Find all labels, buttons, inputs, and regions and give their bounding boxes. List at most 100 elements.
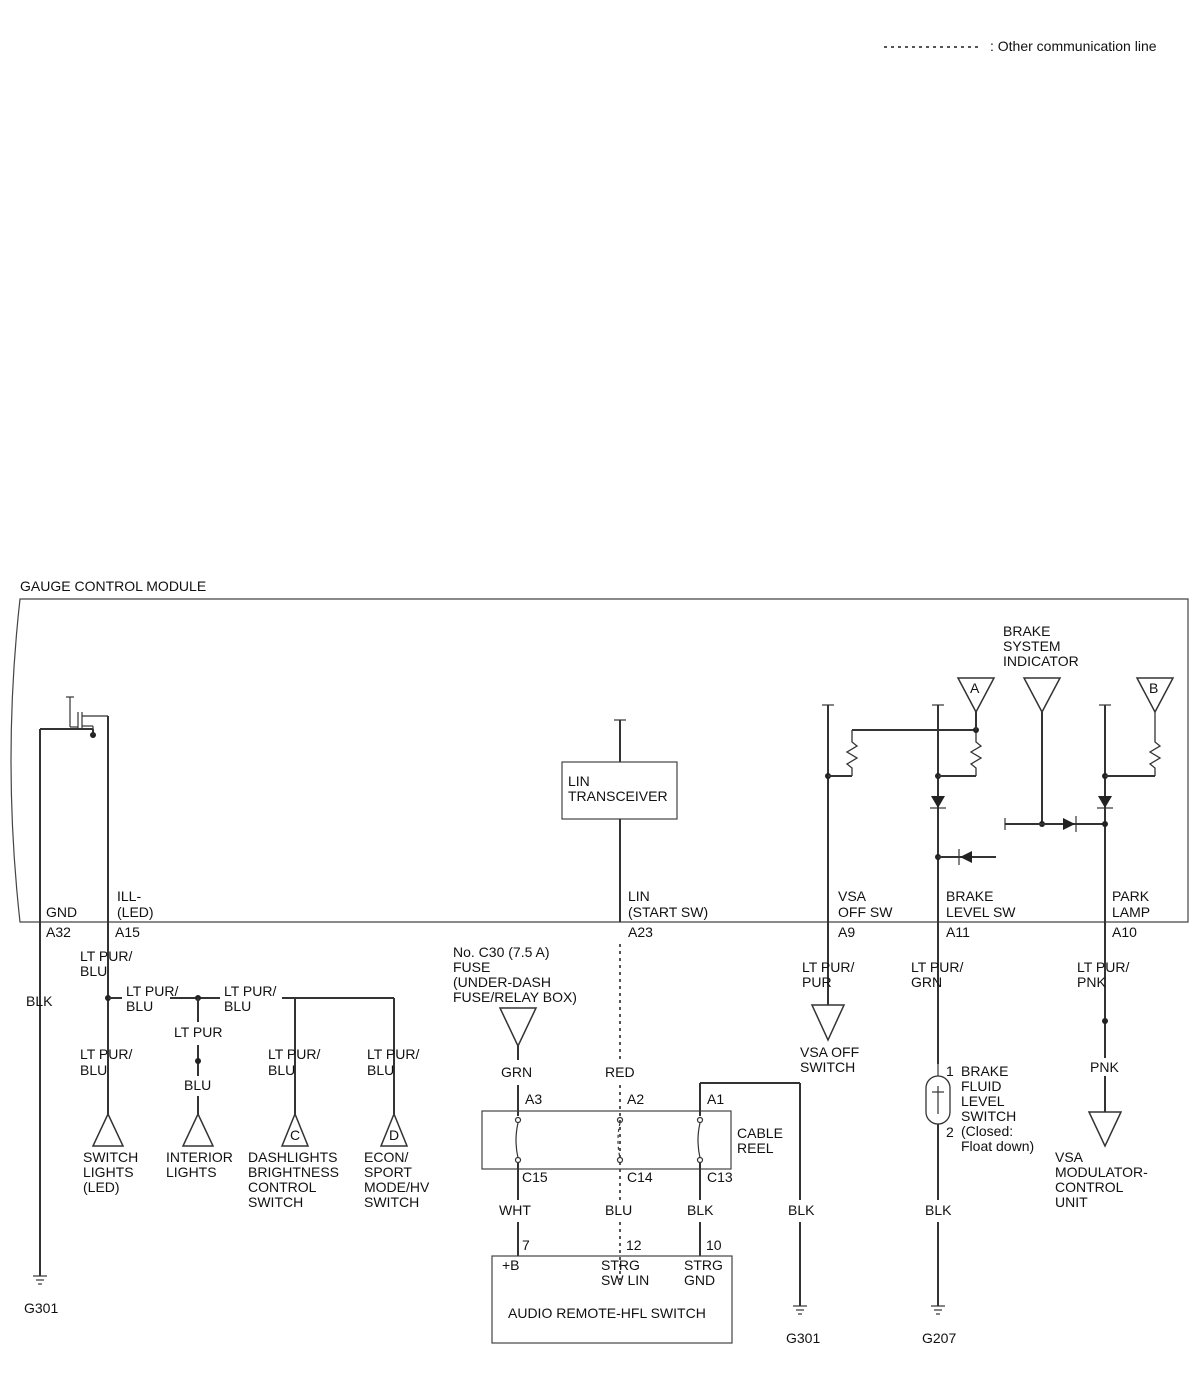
cable-reel-label-1: CABLE [737,1125,783,1141]
vsa-modulator-label-4: UNIT [1055,1194,1088,1210]
econ-label-3: MODE/HV [364,1179,430,1195]
wire-blk-reel: BLK [788,1202,815,1218]
wire-blu-interior: BLU [184,1077,211,1093]
wire-ltpurblu-6b: BLU [367,1062,394,1078]
module-box [10,598,1189,923]
wire-ltpurblu-2b: BLU [126,998,153,1014]
interior-lights-label-1: INTERIOR [166,1149,233,1165]
audio-plus-b: +B [502,1257,520,1273]
reel-pin-a3: A3 [525,1091,542,1107]
fuse-circuit: No. C30 (7.5 A) FUSE (UNDER-DASH FUSE/RE… [453,944,577,1116]
switch-lights-connector-icon [91,1112,125,1147]
wire-ltpurgrn-a: LT PUR/ [911,959,963,975]
lin-circuit: LIN TRANSCEIVER LIN (START SW) A23 RED B… [561,719,708,1280]
conn-d-label: D [389,1127,399,1143]
brake-indicator-label-3: INDICATOR [1003,653,1079,669]
wire-blk-c13: BLK [687,1202,714,1218]
pin-brake-name1: BRAKE [946,888,993,904]
pin-lin-num: A23 [628,924,653,940]
econ-label-1: ECON/ [364,1149,408,1165]
audio-strg-gnd-1: STRG [684,1257,723,1273]
interior-lights-connector-icon [181,1112,215,1147]
wire-ltpurblu-6a: LT PUR/ [367,1046,419,1062]
fuse-label-1: No. C30 (7.5 A) [453,944,550,960]
wire-ltpurblu-2a: LT PUR/ [126,983,178,999]
wire-ltpurpnk-a: LT PUR/ [1077,959,1129,975]
pin-vsa-num: A9 [838,924,855,940]
switch-lights-label-2: LIGHTS [83,1164,134,1180]
ground-g301-left: G301 [24,1300,58,1316]
brake-indicator-label-2: SYSTEM [1003,638,1061,654]
ill-circuit: ILL- (LED) A15 LT PUR/ BLU LT PUR/ BLU L… [80,716,430,1210]
wire-ltpurgrn-b: GRN [911,974,942,990]
audio-remote-switch: 7 12 10 +B STRG SW LIN STRG GND AUDIO RE… [491,1237,733,1344]
wire-ltpurpur-a: LT PUR/ [802,959,854,975]
pin-ill-num: A15 [115,924,140,940]
brake-fluid-label-6: Float down) [961,1138,1034,1154]
reel-pin-c15: C15 [522,1169,548,1185]
pin-park-num: A10 [1112,924,1137,940]
brake-fluid-label-4: SWITCH [961,1108,1016,1124]
conn-b-icon [1135,677,1175,714]
pin-lin-name1: LIN [628,888,650,904]
audio-pin-12: 12 [626,1237,642,1253]
conn-b-label: B [1149,680,1158,696]
fuse-connector-icon [498,1007,538,1048]
pin-vsa-name1: VSA [838,888,867,904]
vsa-off-switch-connector-icon [810,1004,846,1042]
pin-gnd-name: GND [46,904,77,920]
wire-ltpurblu-4a: LT PUR/ [224,983,276,999]
brake-fluid-label-5: (Closed: [961,1123,1013,1139]
park-lamp-circuit: B PARK LAMP A10 LT PUR/ PNK PNK VSA MODU… [1055,677,1175,1210]
audio-switch-box [491,1255,733,1344]
pin-vsa-name2: OFF SW [838,904,893,920]
legend-label: : Other communication line [990,38,1157,54]
wire-ltpurblu-1a: LT PUR/ [80,948,132,964]
conn-a-icon [956,677,996,714]
reel-pin-c14: C14 [627,1169,653,1185]
dashlights-label-1: DASHLIGHTS [248,1149,337,1165]
audio-pin-7: 7 [522,1237,530,1253]
cable-reel: A3 A2 A1 CABLE REEL C15 C14 C13 BLK G301 [481,1082,820,1346]
reel-pin-a2: A2 [627,1091,644,1107]
brake-indicator-icon [1022,677,1062,714]
pin-park-name1: PARK [1112,888,1150,904]
reel-pin-c13: C13 [707,1169,733,1185]
switch-lights-label-1: SWITCH [83,1149,138,1165]
econ-label-4: SWITCH [364,1194,419,1210]
cable-reel-box [481,1110,732,1170]
wire-ltpurblu-5a: LT PUR/ [268,1046,320,1062]
cable-reel-label-2: REEL [737,1140,774,1156]
vsa-modulator-label-2: MODULATOR- [1055,1164,1148,1180]
ground-g207: G207 [922,1330,956,1346]
bfl-pin-2: 2 [946,1124,954,1140]
pin-lin-name2: (START SW) [628,904,708,920]
pin-ill-name2: (LED) [117,904,154,920]
wire-red: RED [605,1064,635,1080]
lin-transceiver-box [561,761,678,820]
audio-strg-sw-lin-1: STRG [601,1257,640,1273]
brake-fluid-label-1: BRAKE [961,1063,1008,1079]
vsa-off-circuit: VSA OFF SW A9 LT PUR/ PUR VSA OFF SWITCH [800,704,976,1075]
module-title: GAUGE CONTROL MODULE [20,578,206,594]
reel-pin-a1: A1 [707,1091,724,1107]
fuse-label-4: FUSE/RELAY BOX) [453,989,577,1005]
audio-strg-gnd-2: GND [684,1272,715,1288]
gnd-circuit: GND A32 BLK G301 [24,696,108,1316]
bfl-pin-1: 1 [946,1063,954,1079]
wire-ltpurblu-3b: BLU [80,1062,107,1078]
dashlights-label-4: SWITCH [248,1194,303,1210]
lin-transceiver-label-2: TRANSCEIVER [568,788,668,804]
fuse-label-2: FUSE [453,959,490,975]
wire-ltpurpur-b: PUR [802,974,832,990]
wire-blk-gnd: BLK [26,993,53,1009]
wire-wht: WHT [499,1202,531,1218]
wire-ltpurblu-4b: BLU [224,998,251,1014]
wire-grn: GRN [501,1064,532,1080]
audio-strg-sw-lin-2: SW LIN [601,1272,649,1288]
vsa-off-switch-label-1: VSA OFF [800,1044,859,1060]
ground-g301-mid: G301 [786,1330,820,1346]
wire-blu-lin: BLU [605,1202,632,1218]
dashlights-label-2: BRIGHTNESS [248,1164,339,1180]
